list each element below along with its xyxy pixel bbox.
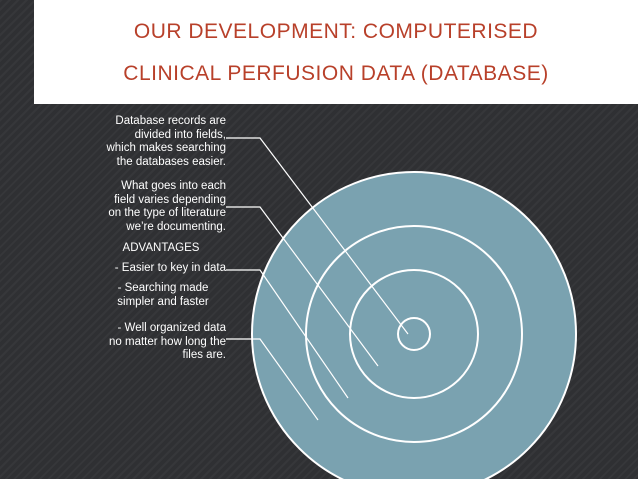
- middle-circle: [305, 225, 523, 443]
- center-circle: [397, 317, 431, 351]
- advantage-organized-line-3: files are.: [182, 349, 226, 361]
- varies-text-line-2: field varies depending: [114, 193, 226, 206]
- varies-text-line-4: we’re documenting.: [126, 220, 226, 233]
- slide-title-line-1: OUR DEVELOPMENT: COMPUTERISED: [133, 20, 539, 43]
- slide-title-line-2: CLINICAL PERFUSION DATA (DATABASE): [123, 62, 549, 85]
- advantage-organized-line-2: no matter how long the: [109, 335, 226, 348]
- connector-line-organized: [226, 338, 319, 421]
- connector-line-varies: [226, 206, 379, 367]
- outer-circle: [251, 171, 577, 479]
- varies-text-line-3: on the type of literature: [108, 207, 226, 219]
- fields-text-line-2: divided into fields,: [134, 128, 226, 141]
- title-box: OUR DEVELOPMENT: COMPUTERISED CLINICAL P…: [34, 0, 638, 104]
- fields-text-line-3: which makes searching: [106, 142, 226, 154]
- advantage-searching-line-1: - Searching made: [117, 282, 209, 294]
- advantage-well-organized: - Well organized data no matter how long…: [54, 322, 226, 363]
- fields-text-line-1: Database records are: [115, 115, 226, 127]
- inner-circle: [349, 269, 479, 399]
- advantage-organized-line-1: - Well organized data: [117, 322, 226, 334]
- varies-description: What goes into each field varies dependi…: [54, 180, 226, 234]
- fields-text-line-4: the databases easier.: [116, 155, 226, 168]
- connector-line-fields: [226, 137, 409, 335]
- fields-description: Database records are divided into fields…: [54, 115, 226, 169]
- advantage-searching: - Searching made simpler and faster: [100, 282, 226, 309]
- advantage-searching-line-2: simpler and faster: [117, 295, 209, 308]
- connector-line-easier: [226, 269, 349, 399]
- varies-text-line-1: What goes into each: [121, 180, 226, 192]
- advantage-easier-to-key: - Easier to key in data: [114, 262, 226, 274]
- advantages-heading: ADVANTAGES: [122, 242, 200, 254]
